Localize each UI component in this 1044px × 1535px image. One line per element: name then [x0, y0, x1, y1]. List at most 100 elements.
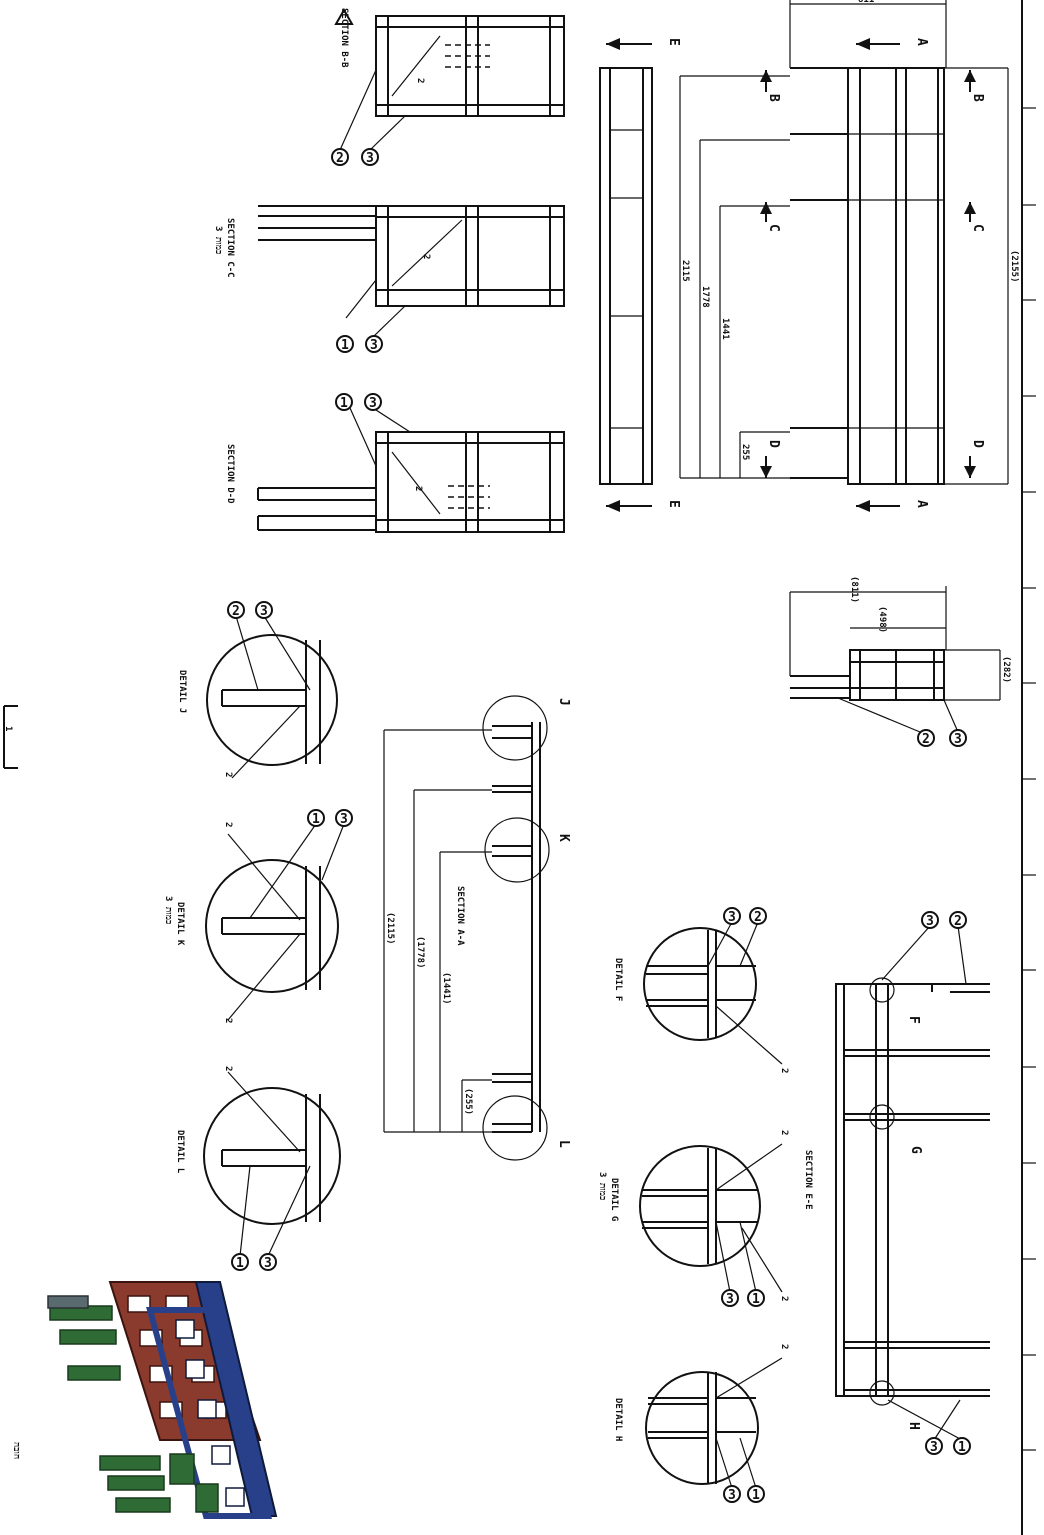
- balloon-3-j-label: 3: [260, 604, 268, 619]
- balloon-2-bb: [331, 148, 349, 166]
- detail-j-view: 2 3 2 DETAIL J: [177, 601, 338, 779]
- balloon-3-cc-label: 3: [370, 338, 378, 353]
- detail-j-label: DETAIL J: [177, 670, 187, 713]
- cut-letter-d-right: D: [970, 440, 985, 448]
- balloon-1-h: [747, 1485, 765, 1503]
- balloon-2-end: [917, 729, 935, 747]
- revision-number: 1: [3, 726, 13, 731]
- balloon-2-ee: [949, 911, 967, 929]
- dim-282: (282): [1001, 656, 1011, 683]
- dim-top: 811: [858, 0, 874, 5]
- dim-a-1778: (1778): [415, 936, 425, 969]
- revision-mark: 1: [3, 705, 18, 769]
- weld-symbol-k-bottom: 2: [223, 1018, 233, 1023]
- detail-g-view: 3 1 2 2 DETAIL G כמות 3: [597, 1130, 789, 1307]
- section-c-c-label: SECTION C-C: [225, 218, 235, 278]
- section-e-e-label: SECTION E-E: [803, 1150, 813, 1210]
- end-view: (811) (498) (282) 2 3: [789, 576, 1011, 747]
- cut-letter-b-left: B: [766, 94, 781, 102]
- balloon-3-g-label: 3: [726, 1292, 734, 1307]
- weld-symbol-dd: 2: [413, 486, 423, 491]
- section-d-d-label: SECTION D-D: [225, 444, 235, 504]
- detail-f-label: DETAIL F: [613, 958, 623, 1001]
- balloon-2-bb-label: 2: [336, 151, 344, 166]
- section-c-c-view: 1 3 2 SECTION C-C כמות 3: [213, 205, 565, 353]
- weld-symbol-bb: 2: [415, 78, 425, 83]
- detail-k-view: 1 3 2 2 DETAIL K כמות 3: [163, 809, 353, 1023]
- weld-symbol-h: 2: [779, 1344, 789, 1349]
- main-side-view: A A B B C C D D 2115 1778 1441 255: [679, 0, 1019, 512]
- detail-callout-k: K: [556, 834, 571, 842]
- balloon-3-h-label: 3: [728, 1488, 736, 1503]
- weld-symbol-f: 2: [779, 1068, 789, 1073]
- balloon-2-j-label: 2: [232, 604, 240, 619]
- balloon-2-j: [227, 601, 245, 619]
- detail-g-qty: כמות 3: [597, 1172, 607, 1200]
- detail-l-label: DETAIL L: [175, 1130, 185, 1174]
- balloon-1-g-label: 1: [752, 1292, 760, 1307]
- weld-symbol-cc: 2: [421, 254, 431, 259]
- balloon-3-k-label: 3: [340, 812, 348, 827]
- section-b-b-label: SECTION B-B: [339, 8, 349, 68]
- section-b-b-view: 2 3 2 SECTION B-B: [331, 7, 565, 166]
- balloon-3-dd-label: 3: [369, 396, 377, 411]
- balloon-3-end-label: 3: [954, 732, 962, 747]
- detail-callout-f: F: [906, 1016, 921, 1024]
- detail-callout-l: L: [556, 1140, 571, 1148]
- isometric-3d-model: [47, 1281, 278, 1519]
- dim-a-255: (255): [463, 1088, 473, 1115]
- weld-symbol-l: 2: [223, 1066, 233, 1071]
- footer-label: חובה: [11, 1442, 21, 1459]
- detail-l-view: 1 3 2 DETAIL L: [175, 1066, 341, 1271]
- top-view-e: E E: [599, 38, 681, 512]
- dim-2115: 2115: [680, 260, 690, 282]
- balloon-3-dd: [364, 393, 382, 411]
- balloon-3-j: [255, 601, 273, 619]
- dim-2155: (2155): [1009, 250, 1019, 283]
- balloon-1-k: [307, 809, 325, 827]
- cut-letter-e-bottom: E: [666, 500, 681, 508]
- balloon-3-bb-label: 3: [366, 151, 374, 166]
- detail-h-view: 3 1 2 DETAIL H: [613, 1344, 789, 1503]
- balloon-1-g: [747, 1289, 765, 1307]
- section-a-a-label: SECTION A-A: [455, 886, 465, 946]
- balloon-3-f-label: 3: [728, 910, 736, 925]
- detail-k-label: DETAIL K: [175, 902, 185, 946]
- weld-symbol-j: 2: [223, 772, 233, 777]
- balloon-3-cc: [365, 335, 383, 353]
- detail-callout-j: J: [556, 698, 571, 706]
- balloon-3-g: [721, 1289, 739, 1307]
- weld-symbol-g-top: 2: [779, 1130, 789, 1135]
- section-c-c-qty: כמות 3: [213, 226, 223, 254]
- section-e-e-view: F G H 3 2 3 1 SECTION E-E: [803, 911, 990, 1455]
- balloon-3-ee-bottom-label: 3: [930, 1440, 938, 1455]
- detail-callout-g: G: [908, 1146, 923, 1154]
- balloon-2-f-label: 2: [754, 910, 762, 925]
- balloon-3-k: [335, 809, 353, 827]
- balloon-2-ee-label: 2: [954, 914, 962, 929]
- weld-symbol-k-top: 2: [223, 822, 233, 827]
- detail-f-view: 3 2 2 DETAIL F: [613, 907, 789, 1073]
- balloon-1-h-label: 1: [752, 1488, 760, 1503]
- balloon-3-f: [723, 907, 741, 925]
- balloon-3-l: [259, 1253, 277, 1271]
- dim-255: 255: [740, 444, 750, 460]
- dim-498: (498): [877, 606, 887, 633]
- balloon-3-h: [723, 1485, 741, 1503]
- balloon-1-ee-bottom: [953, 1437, 971, 1455]
- balloon-1-l-label: 1: [236, 1256, 244, 1271]
- detail-callout-h: H: [906, 1422, 921, 1430]
- balloon-1-ee-bottom-label: 1: [958, 1440, 966, 1455]
- detail-h-label: DETAIL H: [613, 1398, 623, 1441]
- sheet-border: [1021, 0, 1036, 1535]
- balloon-3-ee-bottom: [925, 1437, 943, 1455]
- cut-letter-c-left: C: [766, 224, 781, 232]
- cut-letter-a-bottom: A: [914, 500, 929, 508]
- cut-letter-e-top: E: [666, 38, 681, 46]
- balloon-3-l-label: 3: [264, 1256, 272, 1271]
- balloon-2-f: [749, 907, 767, 925]
- balloon-3-bb: [361, 148, 379, 166]
- dim-a-2115: (2115): [385, 912, 395, 945]
- balloon-1-cc-label: 1: [341, 338, 349, 353]
